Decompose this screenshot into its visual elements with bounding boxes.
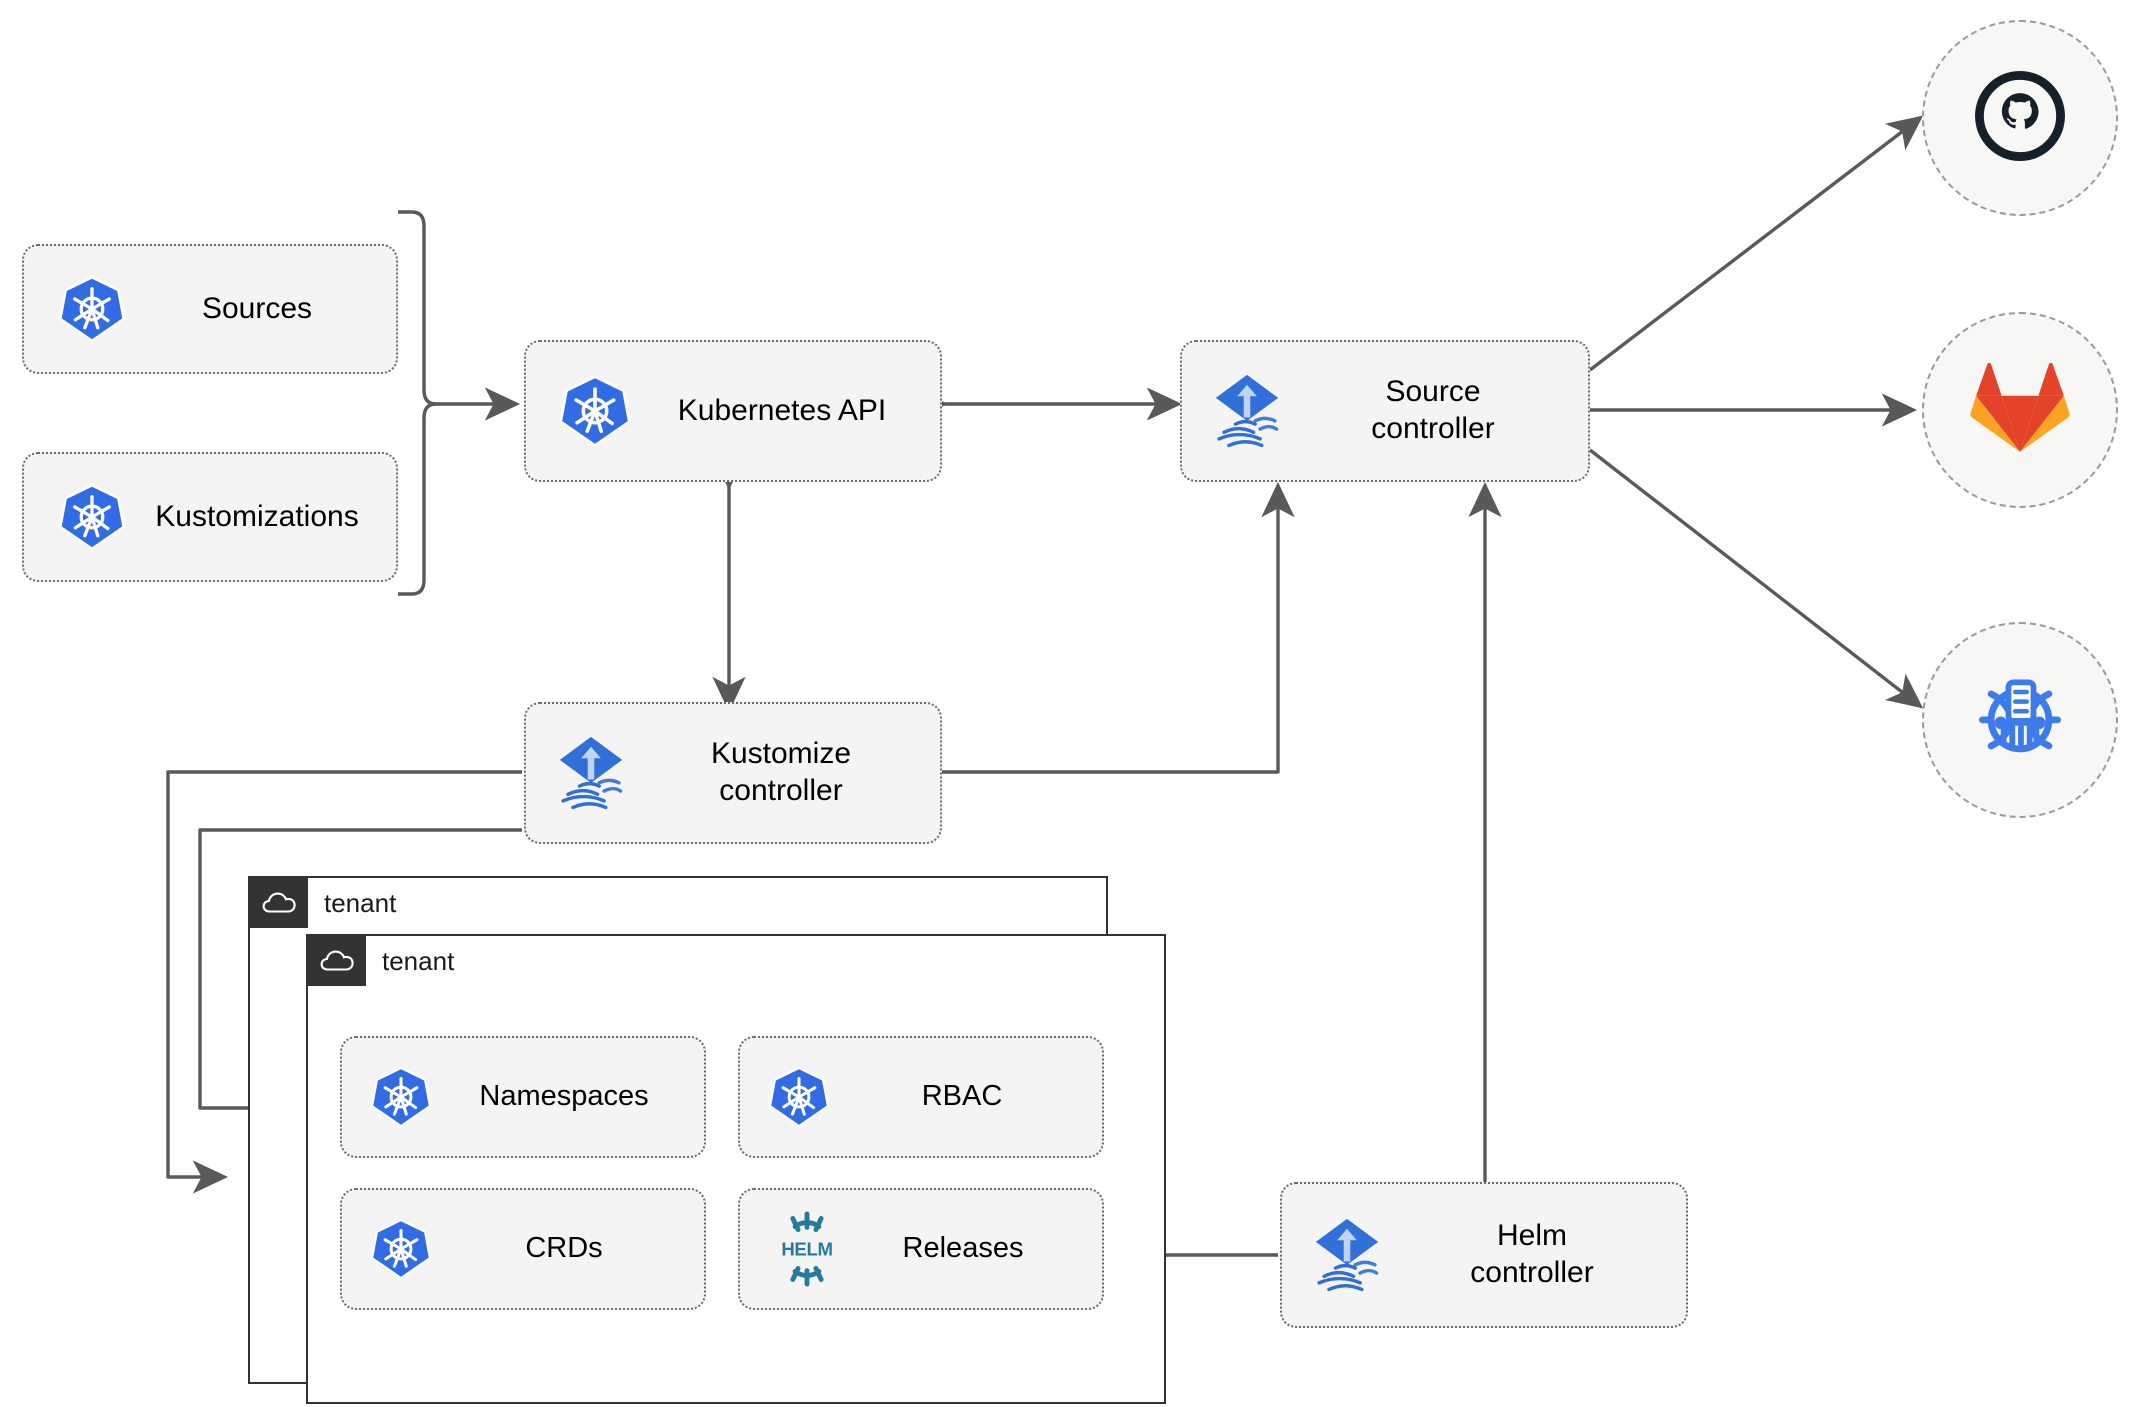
node-kubernetes-api[interactable]: Kubernetes API bbox=[524, 340, 942, 482]
provider-github[interactable] bbox=[1922, 20, 2118, 216]
github-icon bbox=[1968, 64, 2072, 173]
flux-icon bbox=[550, 732, 632, 814]
kubernetes-icon bbox=[56, 481, 128, 553]
svg-text:HELM: HELM bbox=[781, 1239, 832, 1260]
node-label: Source controller bbox=[1371, 375, 1495, 445]
gitlab-icon bbox=[1969, 360, 2071, 461]
kubernetes-icon bbox=[556, 372, 634, 450]
provider-helm-repository[interactable] bbox=[1922, 622, 2118, 818]
tenant-titlebar: tenant bbox=[250, 878, 396, 928]
node-label: Sources bbox=[201, 291, 313, 325]
provider-gitlab[interactable] bbox=[1922, 312, 2118, 508]
node-label: Namespaces bbox=[479, 1080, 649, 1113]
node-source-controller[interactable]: Source controller bbox=[1180, 340, 1590, 482]
tenant-window-inner[interactable]: tenant bbox=[306, 934, 1166, 1404]
flux-icon bbox=[1306, 1214, 1388, 1296]
node-label: RBAC bbox=[921, 1080, 1003, 1113]
node-label: Kubernetes API bbox=[677, 393, 887, 427]
node-label: Helm controller bbox=[1470, 1219, 1594, 1289]
node-releases[interactable]: HELM Releases bbox=[738, 1188, 1104, 1310]
node-namespaces[interactable]: Namespaces bbox=[340, 1036, 706, 1158]
tenant-titlebar: tenant bbox=[308, 936, 454, 986]
helm-icon: HELM bbox=[766, 1208, 848, 1290]
cloud-icon bbox=[308, 936, 366, 986]
kubernetes-icon bbox=[368, 1064, 434, 1130]
node-label: Kustomizations bbox=[155, 499, 359, 533]
kubernetes-icon bbox=[766, 1064, 832, 1130]
flux-icon bbox=[1206, 370, 1288, 452]
node-crds[interactable]: CRDs bbox=[340, 1188, 706, 1310]
tenant-name: tenant bbox=[382, 945, 455, 976]
node-label: Kustomize controller bbox=[710, 737, 852, 807]
kubernetes-icon bbox=[56, 273, 128, 345]
cloud-icon bbox=[250, 878, 308, 928]
kubernetes-icon bbox=[368, 1216, 434, 1282]
helm-repository-icon bbox=[1967, 665, 2073, 776]
node-label: Releases bbox=[902, 1232, 1024, 1265]
node-kustomize-controller[interactable]: Kustomize controller bbox=[524, 702, 942, 844]
node-sources[interactable]: Sources bbox=[22, 244, 398, 374]
node-helm-controller[interactable]: Helm controller bbox=[1280, 1182, 1688, 1328]
node-kustomizations[interactable]: Kustomizations bbox=[22, 452, 398, 582]
node-rbac[interactable]: RBAC bbox=[738, 1036, 1104, 1158]
node-label: CRDs bbox=[525, 1232, 603, 1265]
tenant-name: tenant bbox=[324, 887, 397, 918]
